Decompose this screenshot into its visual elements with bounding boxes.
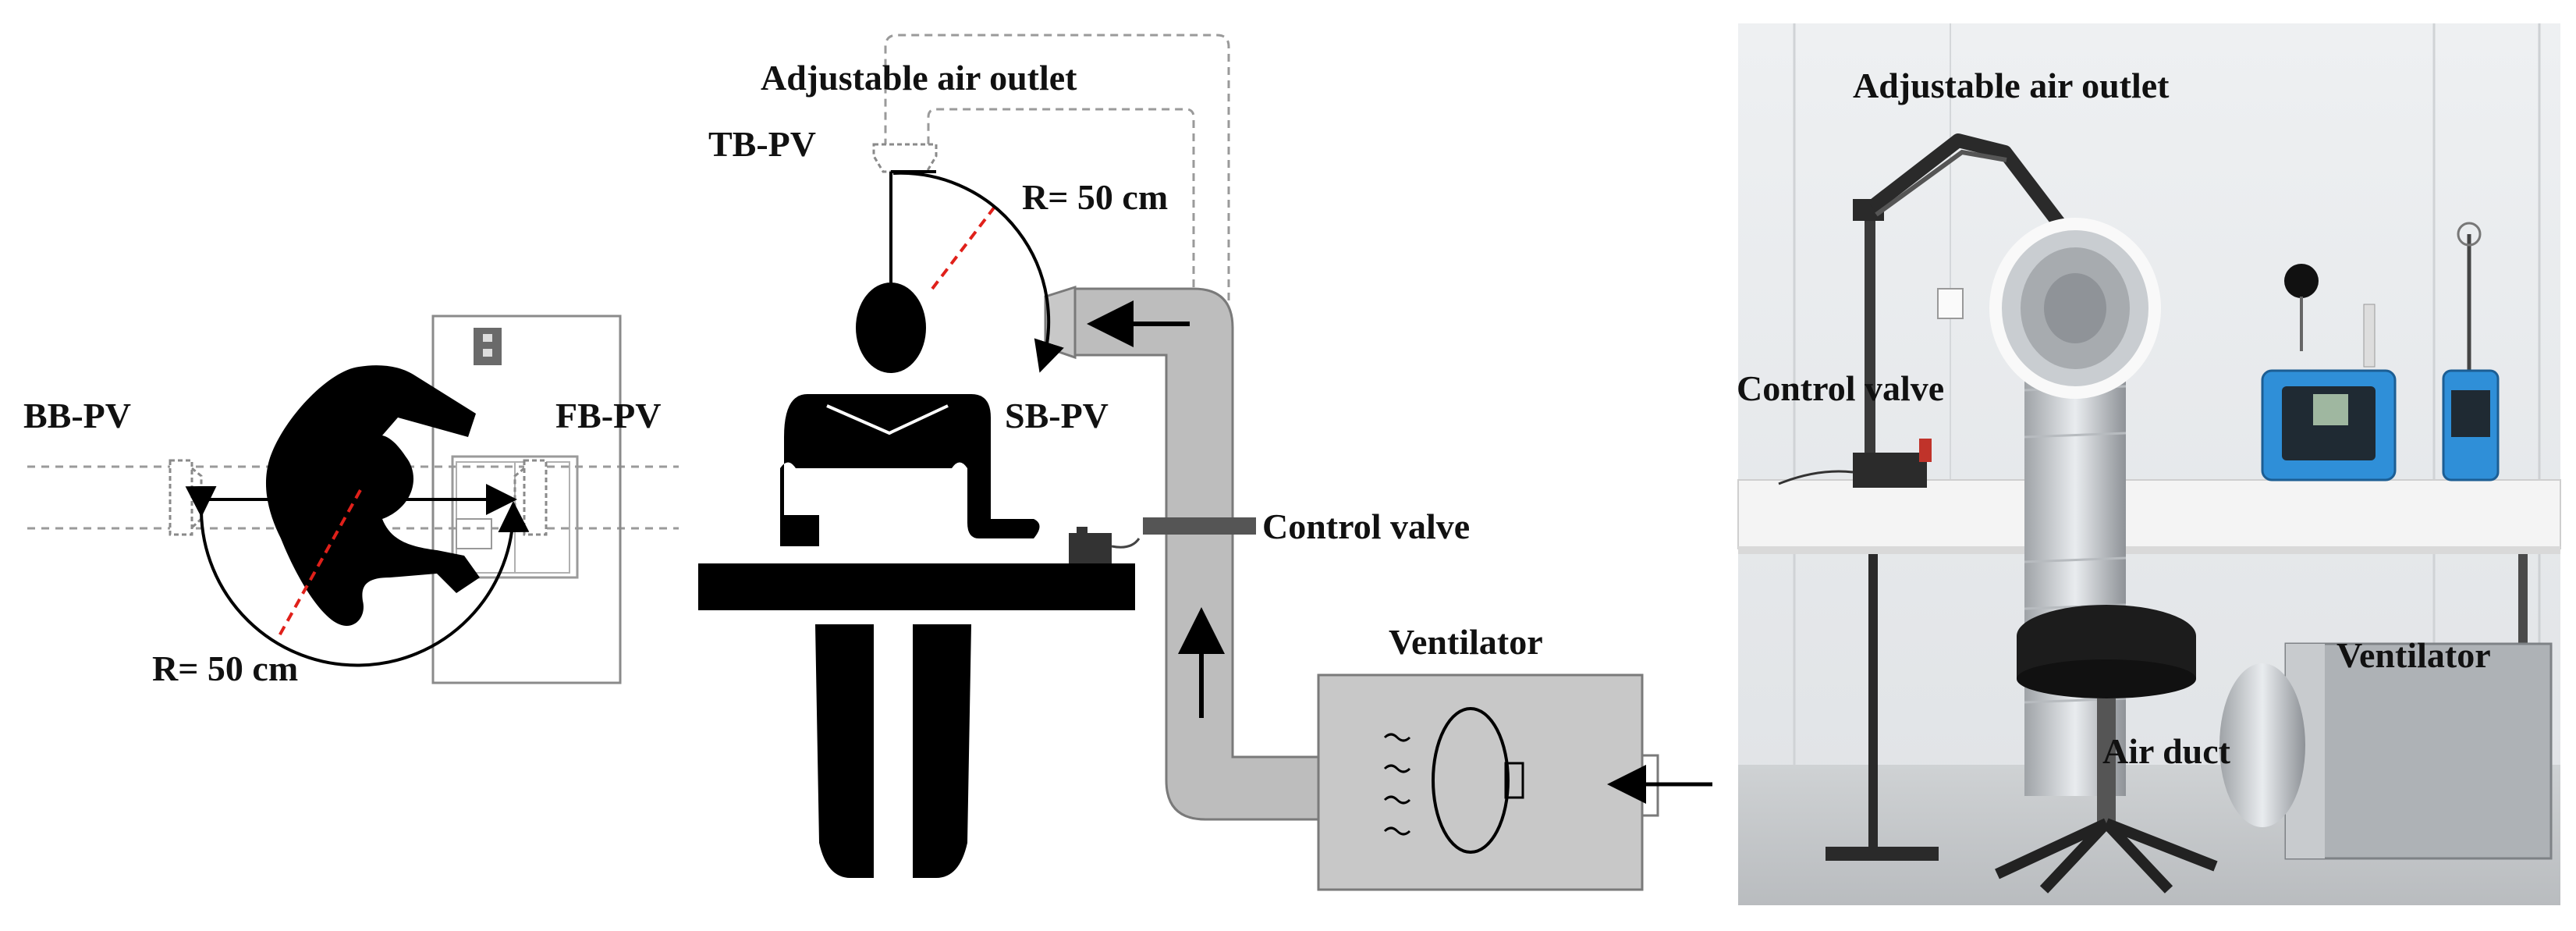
fb-pv-label: FB-PV	[555, 396, 661, 435]
photo-panel: Adjustable air outlet Control valve Vent…	[1737, 23, 2561, 905]
tb-pv-label: TB-PV	[708, 124, 816, 164]
top-view-panel: BB-PV FB-PV R= 50 cm	[23, 314, 679, 688]
desk-side-view	[698, 563, 1135, 610]
dashed-duct-path	[884, 34, 1230, 300]
control-valve-band	[1143, 517, 1256, 535]
fb-pv-nozzle-icon	[513, 459, 548, 536]
photo-globe-thermometer	[2284, 264, 2319, 298]
photo-ventilator-label: Ventilator	[2336, 635, 2491, 675]
photo-wall-socket	[1937, 288, 1964, 319]
radius-label-top-view: R= 50 cm	[152, 649, 298, 688]
tb-pv-nozzle-icon	[872, 143, 938, 173]
radius-line-top-view	[275, 489, 362, 641]
photo-adjustable-arm	[1868, 133, 2074, 239]
photo-stand-pole	[1865, 211, 1875, 480]
desk-control-box-icon	[474, 328, 502, 365]
fan-icon	[1432, 707, 1510, 854]
photo-table-leg-left	[1868, 554, 1878, 855]
torso-side-view-icon	[780, 394, 1040, 546]
arc-top-view	[185, 485, 530, 667]
photo-air-duct-label: Air duct	[2102, 731, 2231, 771]
adjustable-outlet-label: Adjustable air outlet	[761, 58, 1077, 98]
photo-control-valve-label: Control valve	[1737, 368, 1944, 408]
photo-ventilator-box	[2284, 642, 2553, 860]
radius-line-side-view	[931, 205, 996, 290]
head-side-view-icon	[856, 282, 926, 373]
arc-side-view	[892, 171, 1064, 373]
control-valve-label: Control valve	[1262, 506, 1470, 546]
control-box-icon	[1069, 533, 1112, 563]
ventilator-box	[1317, 673, 1644, 891]
airflow-wave-icons	[1383, 733, 1411, 836]
bb-pv-label: BB-PV	[23, 396, 131, 435]
ventilator-label: Ventilator	[1389, 622, 1543, 662]
head-top-view-icon	[312, 455, 398, 521]
photo-control-valve-device	[1853, 453, 1927, 488]
bb-pv-nozzle-icon	[169, 459, 203, 536]
photo-adjustable-outlet-label: Adjustable air outlet	[1853, 66, 2170, 105]
legs-side-view-icon	[815, 624, 971, 878]
side-view-panel: Control valve Adjustable air outlet	[698, 34, 1712, 891]
sb-pv-label: SB-PV	[1005, 396, 1109, 435]
photo-table-top	[1737, 479, 2561, 549]
radius-label-side-view: R= 50 cm	[1022, 177, 1168, 217]
